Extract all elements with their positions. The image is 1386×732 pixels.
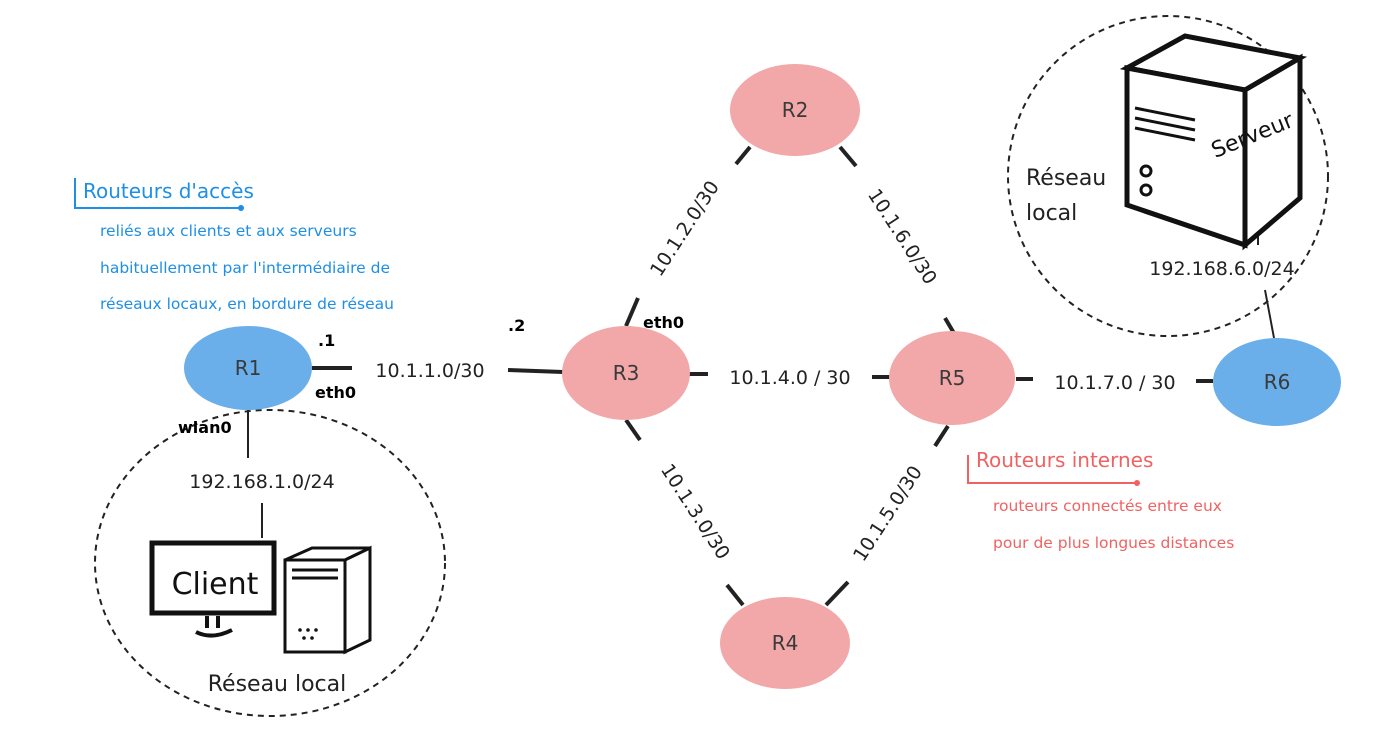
link-r2-r3-top — [734, 145, 752, 166]
access-note-dot — [238, 205, 244, 211]
router-r2-shape — [730, 64, 860, 156]
router-r2-label: R2 — [782, 98, 809, 122]
router-r3: R3 — [562, 326, 690, 420]
tower-icon — [283, 545, 372, 655]
r1-eth0-label: eth0 — [315, 383, 356, 402]
server-lan-label-2: local — [1026, 201, 1077, 226]
link-label-r2-r3: 10.1.2.0/30 — [646, 177, 724, 281]
r1-host-label: .1 — [318, 331, 335, 350]
router-r3-label: R3 — [613, 361, 640, 385]
link-label-lan-server: 192.168.6.0/24 — [1149, 258, 1294, 280]
link-label-r2-r5: 10.1.6.0/30 — [863, 185, 941, 289]
r3-host-label: .2 — [508, 316, 525, 335]
client-computer: Client — [149, 540, 372, 655]
router-r4: R4 — [720, 597, 850, 689]
internal-note-line-2: pour de plus longues distances — [993, 534, 1234, 552]
link-label-r5-r6: 10.1.7.0 / 30 — [1054, 372, 1175, 394]
client-lan-boundary — [94, 409, 446, 717]
router-r4-shape — [720, 597, 850, 689]
link-lan-r6 — [1264, 289, 1275, 339]
router-r2: R2 — [730, 64, 860, 156]
router-r5-label: R5 — [939, 366, 966, 390]
link-r3-r4-bottom — [725, 583, 745, 607]
link-label-lan-client: 192.168.1.0/24 — [189, 471, 334, 493]
router-r5: R5 — [889, 331, 1015, 425]
link-r4-r5-bottom — [824, 580, 850, 607]
client-label: Client — [172, 567, 259, 602]
link-label-r1-r3: 10.1.1.0/30 — [375, 360, 484, 382]
link-label-r3-r5: 10.1.4.0 / 30 — [729, 367, 850, 389]
router-r6-shape — [1213, 338, 1341, 426]
link-r2-r3-bottom — [624, 297, 640, 327]
monitor-stand-icon — [195, 616, 233, 638]
router-r1-shape — [184, 326, 312, 410]
access-note-line-2: habituellement par l'intermédiaire de — [100, 259, 390, 277]
internal-routers-note: Routeurs internes routeurs connectés ent… — [967, 448, 1234, 552]
links — [312, 145, 1213, 607]
access-note-line-1: reliés aux clients et aux serveurs — [100, 222, 357, 240]
internal-note-title: Routeurs internes — [976, 448, 1153, 472]
server-icon — [1119, 33, 1308, 251]
internal-note-dot — [1134, 480, 1140, 486]
link-r3-r4-top — [624, 418, 642, 442]
link-r4-r5-top — [933, 424, 950, 448]
access-routers-note: Routeurs d'accès reliés aux clients et a… — [74, 178, 394, 313]
internal-note-line-1: routeurs connectés entre eux — [993, 497, 1222, 515]
access-note-title: Routeurs d'accès — [83, 179, 254, 203]
internal-note-bracket — [967, 455, 1136, 484]
monitor-icon — [149, 540, 277, 616]
link-r1-r3-right — [507, 368, 564, 374]
link-label-r3-r4: 10.1.3.0/30 — [656, 460, 734, 564]
router-r1: R1 — [184, 326, 312, 410]
router-r5-shape — [889, 331, 1015, 425]
router-r4-label: R4 — [772, 631, 799, 655]
access-note-line-3: réseaux locaux, en bordure de réseau — [100, 295, 394, 313]
router-r6: R6 — [1213, 338, 1341, 426]
r1-wlan0-label: wlan0 — [178, 418, 232, 437]
client-lan-label: Réseau local — [208, 672, 347, 697]
r3-eth0-label: eth0 — [643, 313, 684, 332]
link-label-r4-r5: 10.1.5.0/30 — [849, 462, 927, 566]
server-lan-boundary — [1007, 15, 1329, 337]
server-lan-label-1: Réseau — [1026, 166, 1106, 191]
access-note-bracket — [74, 178, 240, 209]
router-r3-shape — [562, 326, 690, 420]
router-r1-label: R1 — [235, 356, 262, 380]
router-r6-label: R6 — [1264, 370, 1291, 394]
link-r2-r5-top — [838, 145, 858, 168]
